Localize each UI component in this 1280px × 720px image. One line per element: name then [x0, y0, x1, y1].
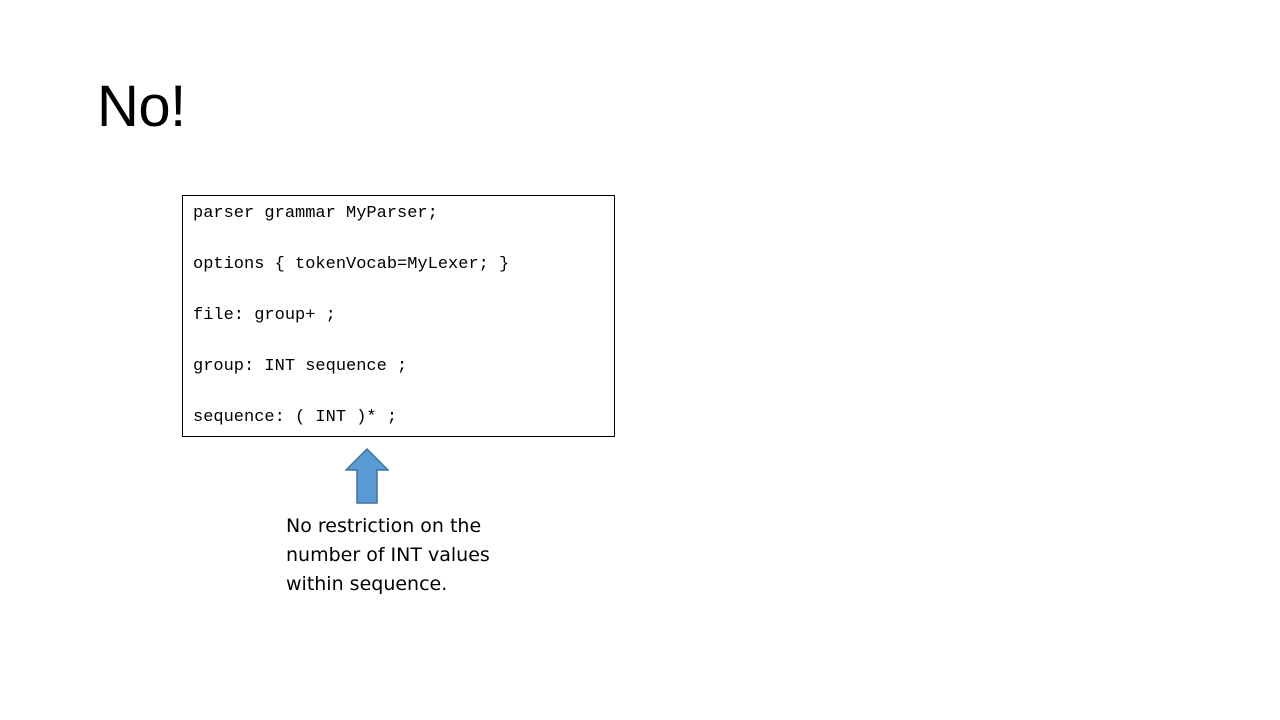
grammar-code-box: parser grammar MyParser; options { token…: [182, 195, 615, 437]
up-arrow-icon: [345, 448, 389, 504]
code-line: file: group+ ;: [193, 306, 336, 325]
annotation-note: No restriction on the number of INT valu…: [286, 512, 516, 599]
code-line: sequence: ( INT )* ;: [193, 408, 398, 427]
annotation-line: No restriction on the: [286, 515, 482, 537]
slide-title: No!: [97, 74, 186, 139]
code-line: options { tokenVocab=MyLexer; }: [193, 255, 510, 274]
annotation-line: within sequence.: [286, 573, 448, 595]
annotation-line: number of INT values: [286, 544, 490, 566]
code-line: parser grammar MyParser;: [193, 204, 438, 223]
code-line: group: INT sequence ;: [193, 357, 408, 376]
